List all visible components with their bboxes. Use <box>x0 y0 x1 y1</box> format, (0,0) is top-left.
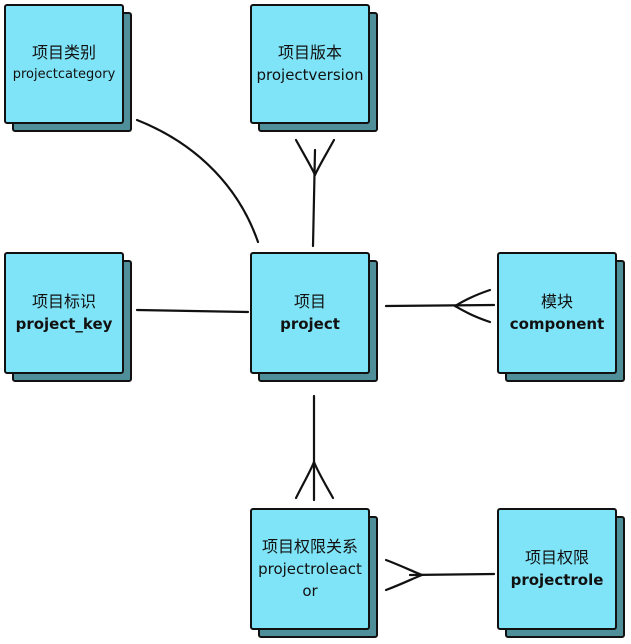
node-label-en: projectrole <box>510 571 604 589</box>
node-label-cn: 项目类别 <box>31 43 96 62</box>
node-component: 模块 component <box>497 252 625 382</box>
node-label-en: component <box>509 315 605 333</box>
node-projectversion: 项目版本 projectversion <box>250 4 378 132</box>
node-label-en: projectcategory <box>12 67 116 82</box>
node-label-cn: 项目权限 <box>524 548 589 567</box>
link-roleactor-role <box>384 558 496 592</box>
node-label-en: projectroleactor <box>258 560 362 600</box>
link-project-component <box>384 288 496 324</box>
node-project: 项目 project <box>250 252 378 382</box>
node-face: 项目权限关系 projectroleactor <box>250 508 370 630</box>
node-label-en: project <box>280 315 340 333</box>
node-face: 项目标识 project_key <box>4 252 124 374</box>
node-projectroleactor: 项目权限关系 projectroleactor <box>250 508 378 638</box>
node-projectcategory: 项目类别 projectcategory <box>4 4 132 132</box>
node-project-key: 项目标识 project_key <box>4 252 132 382</box>
node-face: 项目 project <box>250 252 370 374</box>
node-label-en: projectversion <box>256 66 364 84</box>
node-label-cn: 项目标识 <box>31 292 96 311</box>
link-project-roleactor <box>294 394 335 502</box>
link-version-project <box>294 138 336 248</box>
node-face: 项目版本 projectversion <box>250 4 370 124</box>
node-face: 模块 component <box>497 252 617 374</box>
node-label-en: project_key <box>15 315 113 333</box>
node-face: 项目类别 projectcategory <box>4 4 124 124</box>
link-category-project <box>135 118 260 244</box>
node-label-cn: 项目权限关系 <box>262 537 359 556</box>
node-label-cn: 项目 <box>293 292 326 311</box>
node-projectrole: 项目权限 projectrole <box>497 508 625 638</box>
node-label-cn: 项目版本 <box>277 43 342 62</box>
node-label-cn: 模块 <box>540 292 573 311</box>
link-key-project <box>135 308 250 314</box>
node-face: 项目权限 projectrole <box>497 508 617 630</box>
